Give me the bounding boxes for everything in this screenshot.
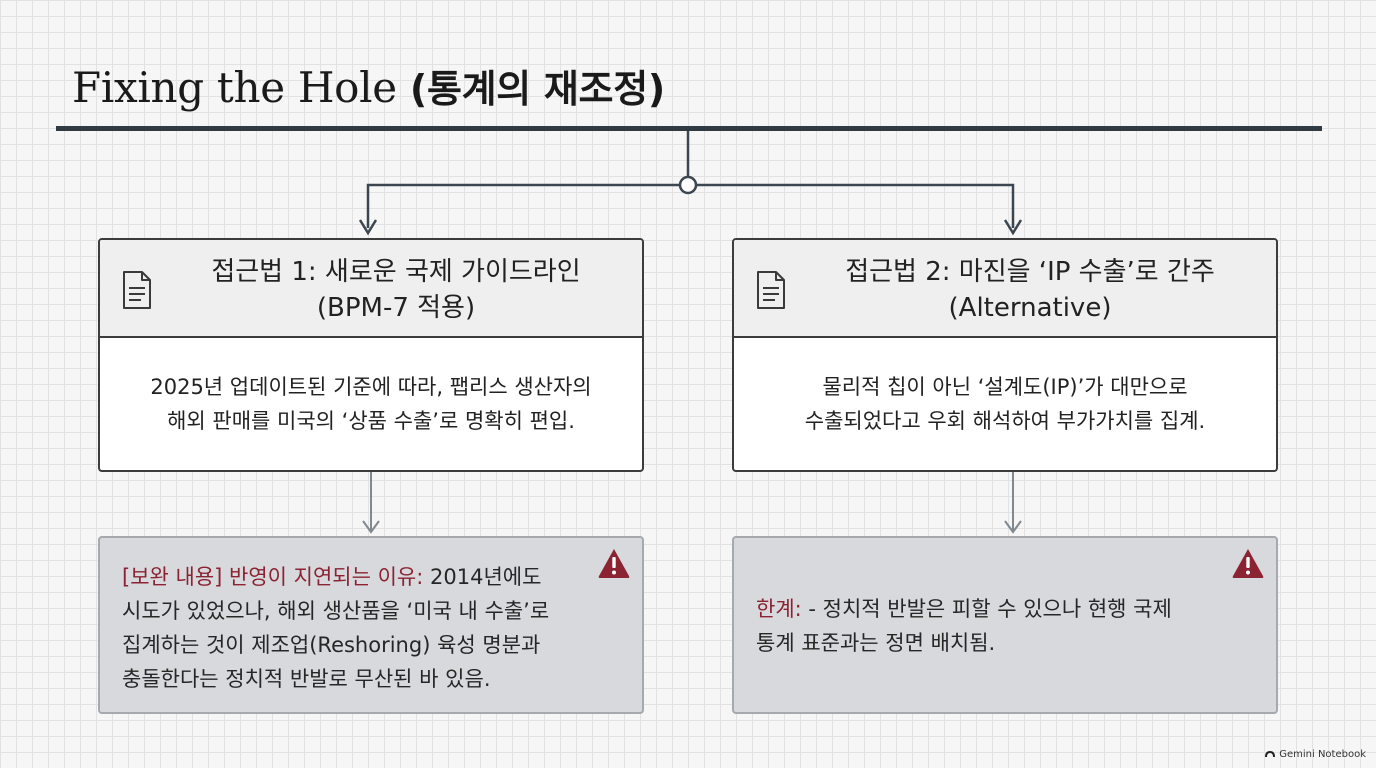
approach-2-title-line2: (Alternative) [948, 293, 1112, 323]
gemini-notebook-logo [1265, 751, 1276, 758]
brand-label: Gemini Notebook [1279, 749, 1366, 760]
approach-1-note: [보완 내용] 반영이 지연되는 이유: 2014년에도 시도가 있었으나, 해… [98, 536, 644, 714]
approach-1-header: 접근법 1: 새로운 국제 가이드라인 (BPM-7 적용) [100, 240, 642, 338]
approach-2-body-line1: 물리적 칩이 아닌 ‘설계도(IP)’가 대만으로 [822, 375, 1188, 399]
note-2-label: 한계: [756, 597, 802, 621]
note-1-line1-rest: 2014년에도 [423, 565, 542, 589]
approach-1-title-line1: 접근법 1: 새로운 국제 가이드라인 [211, 257, 581, 287]
approach-1-body-line2: 해외 판매를 미국의 ‘상품 수출’로 명확히 편입. [167, 409, 575, 433]
approach-1-card: 접근법 1: 새로운 국제 가이드라인 (BPM-7 적용) 2025년 업데이… [98, 238, 644, 472]
approach-1-title: 접근법 1: 새로운 국제 가이드라인 (BPM-7 적용) [156, 254, 636, 326]
note-1-line2: 시도가 있었으나, 해외 생산품을 ‘미국 내 수출’로 [122, 599, 550, 623]
approach-2-title: 접근법 2: 마진을 ‘IP 수출’로 간주 (Alternative) [790, 254, 1270, 326]
arrowhead-left-lower [362, 520, 380, 534]
approach-2-title-line1: 접근법 2: 마진을 ‘IP 수출’로 간주 [845, 257, 1215, 287]
note-1-line4: 충돌한다는 정치적 반발로 무산된 바 있음. [122, 667, 491, 691]
approach-1-title-line2: (BPM-7 적용) [316, 293, 476, 323]
approach-2-note-text: 한계: - 정치적 반발은 피할 수 있으나 현행 국제 통계 표준과는 정면 … [756, 592, 1246, 660]
arrowhead-left-top [358, 219, 378, 236]
arrowhead-right-top [1003, 219, 1023, 236]
approach-1-note-text: [보완 내용] 반영이 지연되는 이유: 2014년에도 시도가 있었으나, 해… [122, 560, 612, 696]
note-2-line1: 한계: - 정치적 반발은 피할 수 있으나 현행 국제 [756, 592, 1246, 626]
approach-1-body: 2025년 업데이트된 기준에 따라, 팹리스 생산자의 해외 판매를 미국의 … [100, 338, 642, 470]
approach-2-note: 한계: - 정치적 반발은 피할 수 있으나 현행 국제 통계 표준과는 정면 … [732, 536, 1278, 714]
approach-2-body-line2: 수출되었다고 우회 해석하여 부가가치를 집계. [804, 409, 1206, 433]
approach-2-header: 접근법 2: 마진을 ‘IP 수출’로 간주 (Alternative) [734, 240, 1276, 338]
arrowhead-right-lower [1004, 520, 1022, 534]
page-title: Fixing the Hole (통계의 재조정) [72, 58, 665, 113]
brand-watermark: Gemini Notebook [1265, 749, 1366, 760]
title-divider [56, 126, 1322, 131]
note-1-line3: 집계하는 것이 제조업(Reshoring) 육성 명분과 [122, 633, 541, 657]
junction-node [678, 175, 698, 195]
note-1-line1: [보완 내용] 반영이 지연되는 이유: 2014년에도 [122, 560, 612, 594]
note-1-label: [보완 내용] 반영이 지연되는 이유: [122, 565, 424, 589]
title-en: Fixing the Hole [72, 63, 397, 112]
note-2-line2: 통계 표준과는 정면 배치됨. [756, 631, 996, 655]
approach-2-card: 접근법 2: 마진을 ‘IP 수출’로 간주 (Alternative) 물리적… [732, 238, 1278, 472]
document-icon [123, 271, 151, 309]
title-ko: (통계의 재조정) [409, 67, 665, 111]
approach-2-body: 물리적 칩이 아닌 ‘설계도(IP)’가 대만으로 수출되었다고 우회 해석하여… [734, 338, 1276, 470]
warning-icon [598, 549, 630, 578]
note-2-line1-rest: - 정치적 반발은 피할 수 있으나 현행 국제 [801, 597, 1172, 621]
warning-icon [1232, 549, 1264, 578]
approach-1-body-line1: 2025년 업데이트된 기준에 따라, 팹리스 생산자의 [150, 375, 592, 399]
document-icon [757, 271, 785, 309]
